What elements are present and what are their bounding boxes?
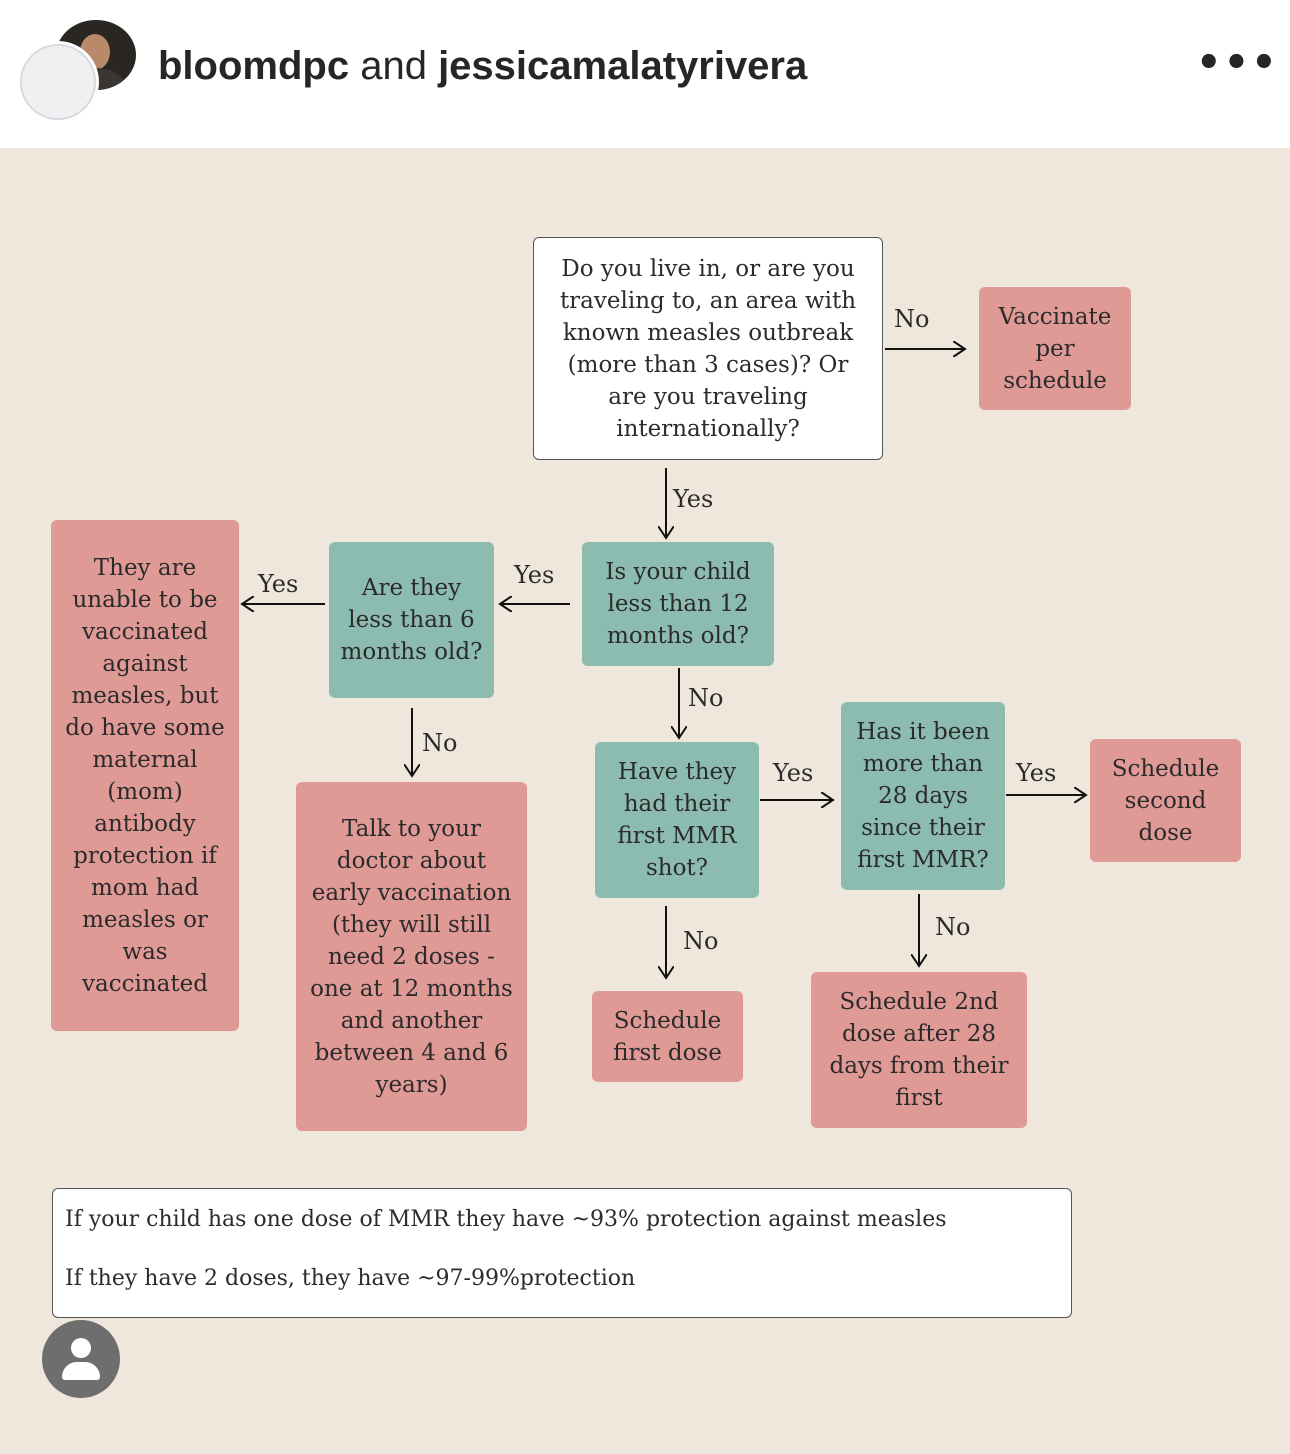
collab-avatars[interactable]: [20, 20, 136, 120]
post-header: bloomdpc and jessicamalatyrivera •••: [0, 0, 1290, 148]
label-no: No: [935, 913, 971, 941]
label-no: No: [422, 729, 458, 757]
label-yes: Yes: [514, 561, 555, 589]
post-image: Do you live in, or are you traveling to,…: [0, 148, 1290, 1454]
flowchart-arrows: [0, 148, 1290, 1454]
author-link[interactable]: bloomdpc: [158, 44, 350, 88]
note-line: If they have 2 doses, they have ~97-99%p…: [65, 1266, 636, 1291]
unable-vaccinated: They are unable to be vaccinated against…: [51, 520, 239, 1031]
label-yes: Yes: [258, 570, 299, 598]
more-options-icon[interactable]: •••: [1196, 40, 1279, 86]
user-tag-icon[interactable]: [42, 1320, 120, 1398]
author-link[interactable]: jessicamalatyrivera: [438, 44, 808, 88]
question-outbreak: Do you live in, or are you traveling to,…: [533, 237, 883, 460]
user-body-shape: [62, 1362, 100, 1380]
label-no: No: [688, 684, 724, 712]
label-yes: Yes: [773, 759, 814, 787]
schedule-first-dose: Schedule first dose: [592, 991, 743, 1082]
post-authors: bloomdpc and jessicamalatyrivera: [158, 44, 807, 89]
label-no: No: [894, 305, 930, 333]
protection-note: If your child has one dose of MMR they h…: [52, 1188, 1072, 1318]
note-line: If your child has one dose of MMR they h…: [65, 1207, 947, 1232]
question-first-mmr: Have they had their first MMR shot?: [595, 742, 759, 898]
avatar[interactable]: [20, 44, 96, 120]
label-no: No: [683, 927, 719, 955]
label-yes: Yes: [1016, 759, 1057, 787]
label-yes: Yes: [673, 485, 714, 513]
question-28-days: Has it been more than 28 days since thei…: [841, 702, 1005, 890]
author-conjunction: and: [349, 44, 439, 88]
question-under-12-months: Is your child less than 12 months old?: [582, 542, 774, 666]
user-head-shape: [71, 1338, 91, 1358]
talk-to-doctor: Talk to your doctor about early vaccinat…: [296, 782, 527, 1131]
schedule-second-dose: Schedule second dose: [1090, 739, 1241, 862]
vaccinate-per-schedule: Vaccinate per schedule: [979, 287, 1131, 410]
question-under-6-months: Are they less than 6 months old?: [329, 542, 494, 698]
schedule-2nd-dose-after-28-days: Schedule 2nd dose after 28 days from the…: [811, 972, 1027, 1128]
